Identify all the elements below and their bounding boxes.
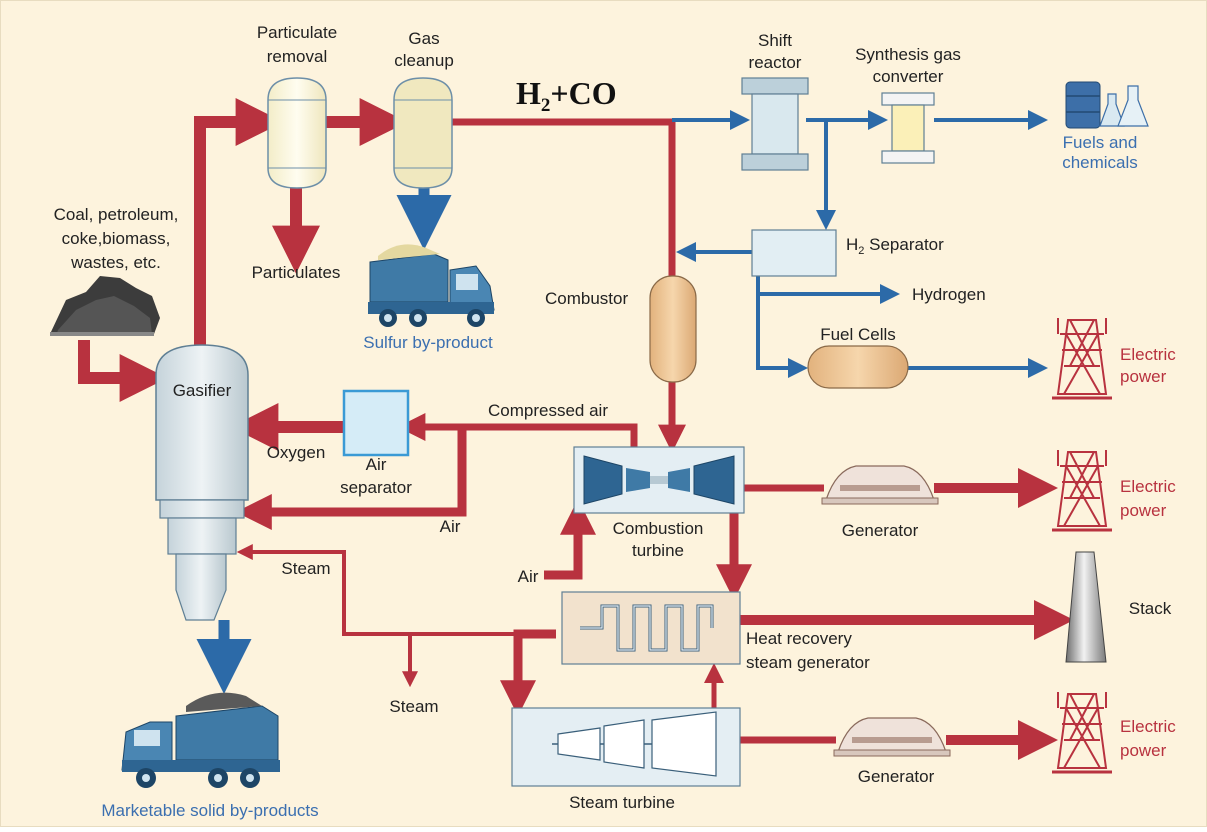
power-tower-icon xyxy=(1052,692,1112,774)
gas-cleanup-vessel xyxy=(393,77,453,189)
label-steam-down: Steam xyxy=(389,697,438,716)
label-h2-separator: H2 Separator xyxy=(846,235,944,257)
label-combustion-turbine-2: turbine xyxy=(632,541,684,560)
label-compressed-air: Compressed air xyxy=(488,401,608,420)
label-power-3: power xyxy=(1120,741,1167,760)
generator-upper xyxy=(821,465,939,505)
red-flow-lines xyxy=(78,98,1074,760)
coal-pile-icon xyxy=(50,276,160,336)
label-steam-to-gasifier: Steam xyxy=(281,559,330,578)
h2co-subscript: 2 xyxy=(541,95,551,116)
label-generator-upper: Generator xyxy=(842,521,919,540)
label-air-to-gasifier: Air xyxy=(440,517,461,536)
label-hrsg-1: Heat recovery xyxy=(746,629,852,648)
power-tower-icon xyxy=(1052,318,1112,400)
label-particulate-removal-1: Particulate xyxy=(257,23,337,42)
label-fuel-cells: Fuel Cells xyxy=(820,325,896,344)
label-power-1: power xyxy=(1120,367,1167,386)
label-synthesis-2: converter xyxy=(873,67,944,86)
label-hydrogen: Hydrogen xyxy=(912,285,986,304)
air-separator xyxy=(342,389,410,457)
label-power-2: power xyxy=(1120,501,1167,520)
label-air-separator-2: separator xyxy=(340,478,412,497)
steam-turbine xyxy=(511,707,741,787)
h2-sep-h: H xyxy=(846,235,858,254)
fuels-and-chemicals-icon xyxy=(1065,81,1149,129)
label-electric-3: Electric xyxy=(1120,717,1176,736)
label-hrsg-2: steam generator xyxy=(746,653,870,672)
h2-sep-rest: Separator xyxy=(864,235,944,254)
exhaust-stack xyxy=(1065,551,1107,663)
combustion-turbine xyxy=(573,446,745,514)
label-feedstock-1: Coal, petroleum, xyxy=(54,205,179,224)
power-tower-icon xyxy=(1052,450,1112,532)
blue-flow-lines xyxy=(196,110,1048,694)
h2-separator xyxy=(751,229,837,277)
label-marketable: Marketable solid by-products xyxy=(101,801,318,820)
label-air-to-turbine: Air xyxy=(518,567,539,586)
label-feedstock-3: wastes, etc. xyxy=(70,253,161,272)
shift-reactor xyxy=(741,77,809,171)
label-gasifier: Gasifier xyxy=(173,381,232,400)
particulate-removal-vessel xyxy=(267,77,327,189)
label-combustion-turbine-1: Combustion xyxy=(613,519,704,538)
label-gas-cleanup-2: cleanup xyxy=(394,51,454,70)
label-steam-turbine: Steam turbine xyxy=(569,793,675,812)
label-particulates: Particulates xyxy=(252,263,341,282)
label-shift-reactor-2: reactor xyxy=(749,53,802,72)
label-feedstock-2: coke,biomass, xyxy=(62,229,171,248)
label-electric-2: Electric xyxy=(1120,477,1176,496)
fuel-cells xyxy=(807,345,909,389)
h2-sep-subscript: 2 xyxy=(858,245,864,257)
label-gas-cleanup-1: Gas xyxy=(408,29,439,48)
label-combustor: Combustor xyxy=(545,289,628,308)
label-shift-reactor-1: Shift xyxy=(758,31,792,50)
marketable-truck-icon xyxy=(121,692,280,788)
label-fuels-1: Fuels and xyxy=(1063,133,1138,152)
label-fuels-2: chemicals xyxy=(1062,153,1138,172)
label-oxygen: Oxygen xyxy=(267,443,326,462)
label-particulate-removal-2: removal xyxy=(267,47,327,66)
sulfur-truck-icon xyxy=(368,244,495,327)
h2co-rest: +CO xyxy=(550,75,616,111)
heat-recovery-steam-generator xyxy=(561,591,741,665)
synthesis-gas-converter xyxy=(881,92,935,164)
label-generator-lower: Generator xyxy=(858,767,935,786)
h2co-h: H xyxy=(516,75,541,111)
combustor xyxy=(649,275,697,383)
label-stack: Stack xyxy=(1129,599,1172,618)
gasifier-vessel xyxy=(155,344,249,621)
label-air-separator-1: Air xyxy=(366,455,387,474)
label-h2-co: H2+CO xyxy=(516,75,617,116)
label-electric-1: Electric xyxy=(1120,345,1176,364)
label-synthesis-1: Synthesis gas xyxy=(855,45,961,64)
generator-lower xyxy=(833,717,951,757)
label-sulfur: Sulfur by-product xyxy=(363,333,493,352)
